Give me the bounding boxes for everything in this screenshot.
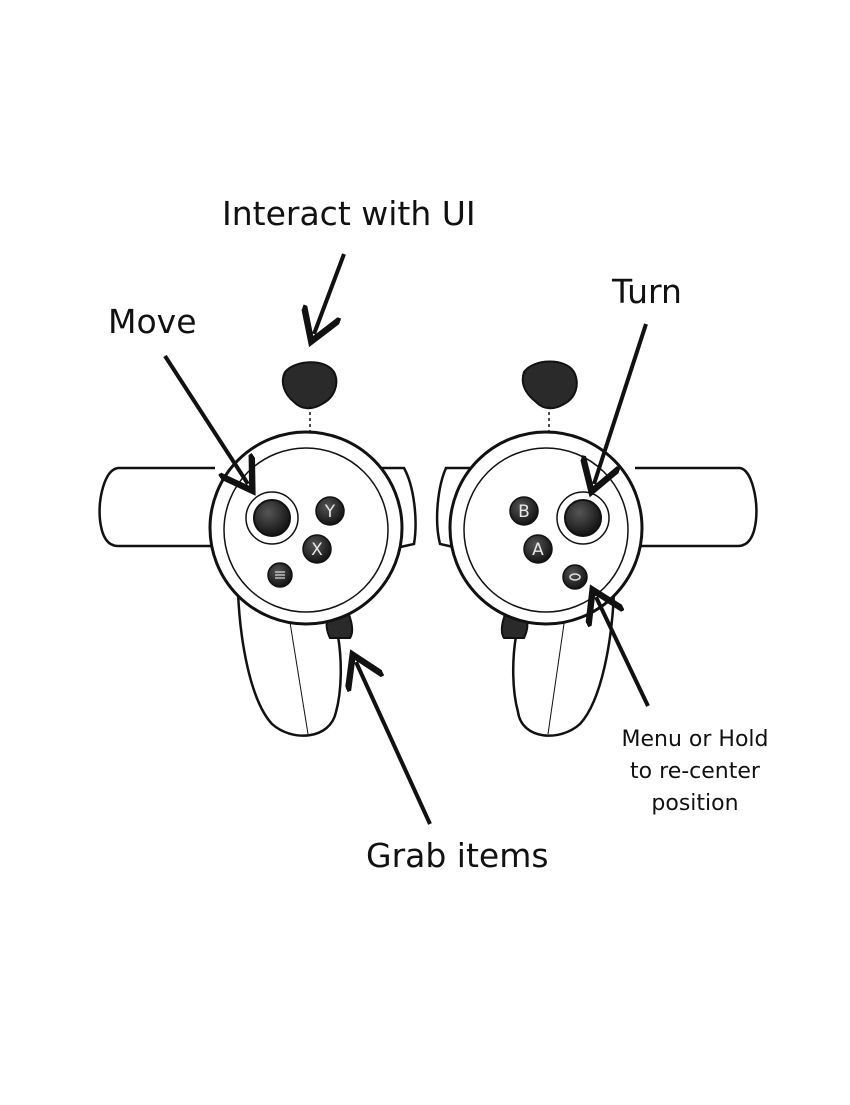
right-handle-seam — [547, 609, 567, 735]
left-controller: Y X — [98, 361, 417, 737]
left-handle — [236, 590, 343, 737]
menu-arrow — [596, 597, 650, 707]
menu-label-line-1: Menu or Hold — [621, 727, 769, 752]
turn-label: Turn — [612, 272, 682, 311]
grab-label: Grab items — [366, 836, 549, 875]
move-arrow — [163, 354, 248, 484]
left-face-plate — [223, 447, 389, 613]
right-controller: B A — [435, 360, 758, 737]
left-button-bottom — [302, 534, 332, 564]
a-button-label: A — [532, 540, 544, 560]
b-button-label: B — [518, 502, 530, 522]
right-button-bottom — [523, 534, 553, 564]
x-button-label: X — [311, 540, 323, 560]
right-index-trigger — [521, 360, 578, 410]
right-home-button — [562, 564, 588, 590]
left-index-trigger — [281, 361, 338, 410]
grab-arrow — [356, 662, 432, 825]
right-button-top — [509, 496, 539, 526]
menu-label-line-2: to re-center — [630, 759, 760, 784]
left-button-top — [315, 496, 345, 526]
left-tracking-bar — [98, 466, 220, 548]
menu-lines-icon — [275, 571, 285, 579]
menu-label-line-3: position — [651, 791, 739, 816]
interact-label: Interact with UI — [222, 194, 476, 233]
y-button-label: Y — [324, 502, 336, 522]
right-tracking-bar — [630, 466, 758, 548]
oculus-home-icon — [569, 573, 581, 581]
menu-label: Menu or Hold to re-center position — [604, 724, 786, 820]
right-handle — [511, 590, 616, 737]
right-thumbstick — [564, 499, 602, 537]
turn-arrow — [594, 323, 648, 484]
left-thumbstick — [253, 499, 291, 537]
interact-arrow — [314, 253, 346, 334]
move-label: Move — [108, 302, 197, 341]
left-handle-seam — [287, 609, 309, 735]
